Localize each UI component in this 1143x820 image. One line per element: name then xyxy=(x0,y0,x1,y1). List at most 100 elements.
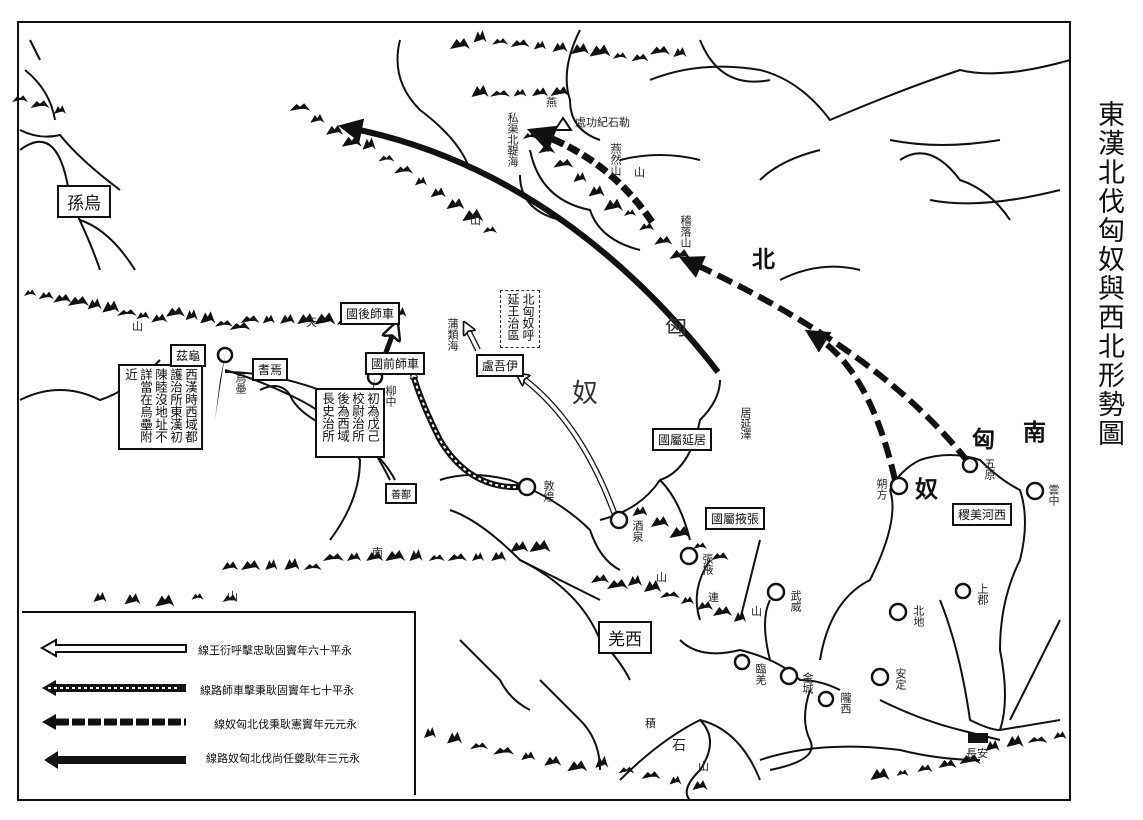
label-yanqi: 焉耆 xyxy=(252,358,289,381)
mountain-mark xyxy=(136,311,150,320)
mountain-mark xyxy=(613,52,627,59)
mountain-mark xyxy=(523,132,537,139)
mountain-mark xyxy=(414,176,427,186)
mountain-mark xyxy=(650,45,670,55)
map-title: 東漢北伐匈奴與西北形勢圖 xyxy=(1093,100,1124,448)
mountain-mark xyxy=(222,561,238,570)
mountain-mark xyxy=(870,767,890,780)
map-frame xyxy=(17,21,1071,801)
city-shangjun: 上郡 xyxy=(976,583,989,605)
mountain-mark xyxy=(618,766,635,774)
mountain-mark xyxy=(513,88,527,97)
mountain-ranges xyxy=(12,30,1067,790)
mountain-mark xyxy=(265,559,278,570)
terrain-qilian-3: 山 xyxy=(751,605,762,618)
mountain-mark xyxy=(711,552,729,560)
mountain-mark xyxy=(493,746,515,755)
city-longxi: 隴西 xyxy=(839,692,852,714)
mountain-mark xyxy=(938,759,957,768)
mountain-mark xyxy=(447,731,463,744)
mountain-mark xyxy=(1006,734,1024,747)
legend-label-3: 永元元年竇憲耿秉伐北匈奴線 xyxy=(214,718,357,731)
mountain-mark xyxy=(641,771,661,779)
terrain-siqu: 私渠北鞮海 xyxy=(506,112,519,167)
label-qiuci: 龜茲 xyxy=(170,344,207,367)
mountain-mark xyxy=(639,222,655,231)
terrain-jiluo: 稽落山 xyxy=(679,215,692,248)
label-cheshi-qian: 車師前國 xyxy=(365,352,426,375)
mountain-mark xyxy=(326,124,344,135)
region-south-xiongnu-1: 南 xyxy=(1023,420,1046,446)
city-wuyuan: 五原 xyxy=(983,458,996,480)
mountain-mark xyxy=(200,311,216,324)
mountain-mark xyxy=(573,172,587,182)
mountain-mark xyxy=(681,596,694,604)
city-yunzhong: 雲中 xyxy=(1047,484,1060,506)
mountain-mark xyxy=(571,43,589,55)
mountain-mark xyxy=(550,86,570,96)
mountain-mark xyxy=(450,38,470,49)
mountain-mark xyxy=(510,541,529,552)
mountain-mark xyxy=(483,226,497,233)
mountain-mark xyxy=(38,291,54,300)
label-cheshi-hou: 車師後國 xyxy=(340,302,401,325)
mountain-mark xyxy=(322,553,344,561)
legend-label-1: 永平十六年竇固耿忠擊呼衍王線 xyxy=(198,644,352,657)
mountain-mark xyxy=(491,551,507,561)
mountain-mark xyxy=(12,95,28,102)
legend xyxy=(22,611,416,795)
monument-triangle-icon xyxy=(553,116,573,131)
mountain-mark xyxy=(713,606,732,616)
mountain-mark xyxy=(67,296,89,306)
mountain-mark xyxy=(394,165,414,174)
mountain-mark xyxy=(510,39,530,48)
mountain-mark xyxy=(660,591,680,598)
route-yongyuan-1-dashed-c xyxy=(526,125,655,224)
mountain-mark xyxy=(165,306,185,317)
mountain-mark xyxy=(959,754,981,764)
mountain-mark xyxy=(241,560,261,570)
legend-hollow-arrow xyxy=(39,638,187,658)
legend-textured-arrow xyxy=(42,680,186,696)
mountain-mark xyxy=(385,550,406,561)
terrain-juyanze: 居延澤 xyxy=(739,407,752,440)
mountain-mark xyxy=(917,764,933,772)
mountain-mark xyxy=(644,579,661,592)
legend-label-4: 永元三年耿夔任尚伐北匈奴路線 xyxy=(206,752,360,765)
legend-solid-arrow xyxy=(44,751,186,769)
mountain-mark xyxy=(424,727,436,738)
mountain-mark xyxy=(409,548,423,561)
city-changan: 長安 xyxy=(966,747,988,760)
mountain-mark xyxy=(54,105,66,114)
mountain-mark xyxy=(185,309,198,321)
mountain-mark xyxy=(552,41,568,52)
legend-label-2: 永平十七年竇固耿秉擊車師路線 xyxy=(200,684,354,697)
terrain-qilian-2: 連 xyxy=(708,591,719,604)
mountain-mark xyxy=(53,293,72,303)
mountain-mark xyxy=(595,755,609,768)
mountain-mark xyxy=(588,185,605,197)
mountain-mark xyxy=(447,553,467,561)
mountain-mark xyxy=(462,208,484,222)
mountain-mark xyxy=(116,309,137,316)
terrain-qilian-1: 山 xyxy=(656,571,667,584)
mountain-mark xyxy=(430,187,446,198)
mountain-mark xyxy=(521,751,536,761)
mountain-mark xyxy=(567,760,588,772)
city-linqiang: 臨羌 xyxy=(754,663,767,685)
city-shuofang: 朔方 xyxy=(875,478,888,500)
mountain-mark xyxy=(24,289,36,296)
mountain-mark xyxy=(544,755,562,766)
mountain-mark xyxy=(446,198,465,210)
city-anding: 安定 xyxy=(894,668,907,690)
mountain-mark xyxy=(262,314,275,324)
terrain-mtn-west: 山 xyxy=(470,214,481,227)
city-jiuquan: 酒泉 xyxy=(631,520,644,542)
mountain-mark xyxy=(366,551,384,561)
rivers xyxy=(19,29,1071,801)
region-north-xiongnu-1: 北 xyxy=(752,247,775,273)
terrain-nanshan-2: 山 xyxy=(227,590,238,603)
note-duhu: 西漢時西域都護治所東漢初陳睦沒地址不詳當在烏壘附近 xyxy=(118,364,203,450)
city-wuwei: 武威 xyxy=(789,590,802,612)
